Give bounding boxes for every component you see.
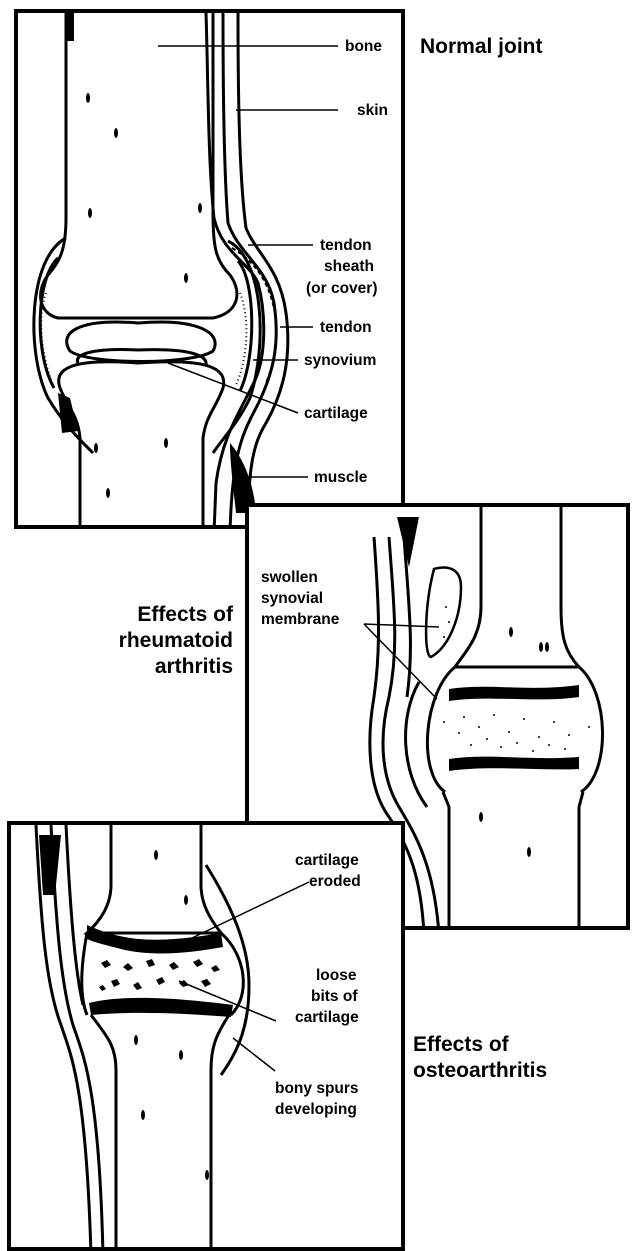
label-swollen-1: swollen — [261, 569, 318, 586]
label-cartilage-eroded-2: eroded — [309, 873, 361, 890]
rheumatoid-title-line-1: Effects of — [120, 602, 233, 628]
label-swollen-2: synovial — [261, 590, 323, 607]
label-tendon-sheath-3: (or cover) — [306, 280, 378, 297]
label-cartilage-eroded-1: cartilage — [295, 852, 359, 869]
label-bony-spurs-1: bony spurs — [275, 1080, 359, 1097]
label-tendon-sheath-2: sheath — [324, 258, 374, 275]
label-muscle: muscle — [314, 469, 368, 486]
label-bone: bone — [345, 38, 382, 55]
label-loose-bits-2: bits of — [311, 988, 358, 1005]
label-tendon-sheath-1: tendon — [320, 237, 372, 254]
osteoarthritis-illustration: cartilage eroded loose bits of cartilage… — [11, 825, 405, 1251]
normal-joint-illustration: bone skin tendon sheath (or cover) tendo… — [18, 13, 405, 529]
osteoarthritis-title-line-2: osteoarthritis — [413, 1058, 547, 1084]
label-skin: skin — [357, 102, 388, 119]
normal-joint-panel: bone skin tendon sheath (or cover) tendo… — [14, 9, 405, 529]
label-synovium: synovium — [304, 352, 376, 369]
osteoarthritis-title-line-1: Effects of — [413, 1032, 509, 1058]
label-bony-spurs-2: developing — [275, 1101, 357, 1118]
rheumatoid-title-line-2: rheumatoid — [100, 628, 233, 654]
osteoarthritis-panel: cartilage eroded loose bits of cartilage… — [7, 821, 405, 1251]
label-swollen-3: membrane — [261, 611, 340, 628]
normal-joint-title: Normal joint — [420, 34, 543, 60]
label-loose-bits-3: cartilage — [295, 1009, 359, 1026]
rheumatoid-title-line-3: arthritis — [120, 654, 233, 680]
label-loose-bits-1: loose — [316, 967, 357, 984]
label-cartilage: cartilage — [304, 405, 368, 422]
label-tendon: tendon — [320, 319, 372, 336]
